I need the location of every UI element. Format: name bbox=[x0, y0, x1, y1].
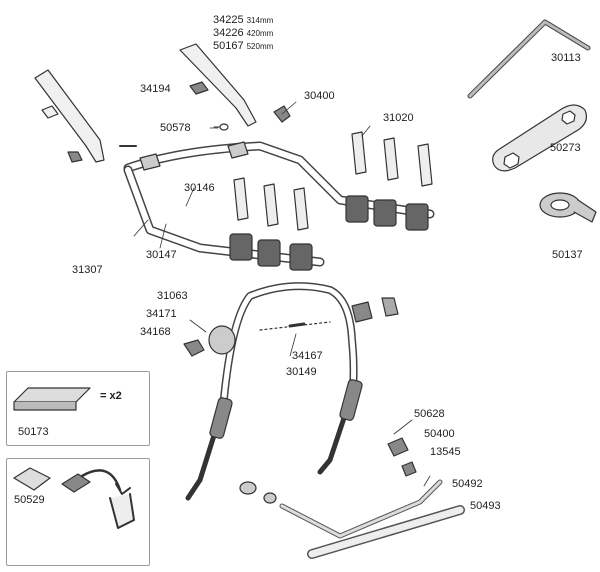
wrench-drawing bbox=[492, 104, 588, 172]
upper-strap-middle bbox=[179, 43, 291, 131]
part-label-50493: 50493 bbox=[470, 500, 501, 512]
part-label-50628: 50628 bbox=[414, 408, 445, 420]
part-label-34194: 34194 bbox=[140, 83, 171, 95]
strap-roll-drawing bbox=[539, 192, 597, 223]
sticker-inset-box bbox=[6, 371, 150, 446]
hex-key-drawing bbox=[467, 19, 591, 99]
part-label-31020: 31020 bbox=[383, 112, 414, 124]
rubber-straps bbox=[233, 131, 433, 231]
part-label-30146: 30146 bbox=[184, 182, 215, 194]
part-label-13545: 13545 bbox=[430, 446, 461, 458]
part-label-50492: 50492 bbox=[452, 478, 483, 490]
legs-frame-drawing bbox=[185, 282, 363, 501]
part-label-30147: 30147 bbox=[146, 249, 177, 261]
part-label-31063: 31063 bbox=[157, 290, 188, 302]
part-label-50529: 50529 bbox=[14, 494, 45, 506]
part-label-34171: 34171 bbox=[146, 308, 177, 320]
part-label-30149: 30149 bbox=[286, 366, 317, 378]
lower-cradles bbox=[229, 195, 429, 271]
pad-drawing bbox=[13, 467, 135, 529]
sticker-drawing bbox=[13, 387, 91, 411]
part-label-50273: 50273 bbox=[550, 142, 581, 154]
part-label-50578: 50578 bbox=[160, 122, 191, 134]
leader-lines bbox=[133, 101, 431, 487]
pad-inset-box bbox=[6, 458, 150, 566]
part-label-50137: 50137 bbox=[552, 249, 583, 261]
part-label-34167: 34167 bbox=[292, 350, 323, 362]
part-label-31307: 31307 bbox=[72, 264, 103, 276]
part-label-50400: 50400 bbox=[424, 428, 455, 440]
part-label-30400-top: 30400 bbox=[304, 90, 335, 102]
upper-strap-left bbox=[34, 69, 137, 163]
part-label-50173: 50173 bbox=[18, 426, 49, 438]
quantity-note: = x2 bbox=[100, 390, 122, 402]
part-label-34168: 34168 bbox=[140, 326, 171, 338]
knob-parts bbox=[183, 297, 399, 357]
part-label-30113: 30113 bbox=[551, 52, 581, 64]
bottom-bars bbox=[239, 437, 465, 559]
